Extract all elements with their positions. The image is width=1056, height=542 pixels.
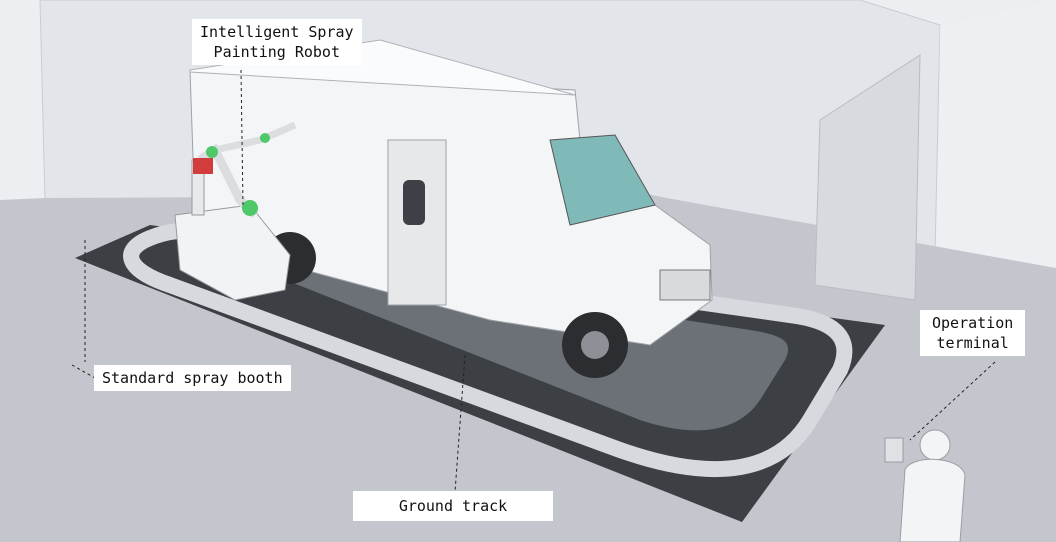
track-inner-floor [240, 255, 789, 431]
door [814, 54, 921, 301]
spray-robot [174, 121, 297, 301]
robot-label-line2: Painting Robot [213, 43, 340, 61]
leader-lines [71, 69, 996, 493]
robot-label: Intelligent Spray Painting Robot [192, 19, 362, 65]
terminal-label-line2: terminal [936, 334, 1009, 352]
operator-figure [884, 429, 966, 542]
robot-label-line1: Intelligent Spray [200, 23, 354, 41]
booth-label: Standard spray booth [94, 365, 291, 391]
terminal-label-line1: Operation [932, 314, 1014, 332]
terminal-label: Operation terminal [920, 310, 1026, 356]
track-label: Ground track [353, 491, 553, 521]
